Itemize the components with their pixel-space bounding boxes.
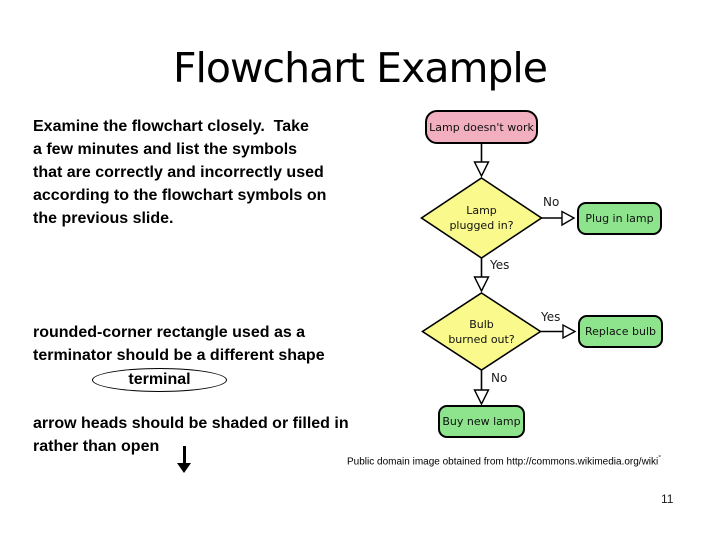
flowchart: Lamp doesn't work Lamp plugged in? Plug … (410, 100, 680, 445)
caption-text: Public domain image obtained from http:/… (347, 456, 659, 468)
text-line: arrow heads should be shaded or filled i… (33, 415, 349, 432)
open-arrowhead-right-icon (561, 210, 576, 227)
text-line: rather than open (33, 438, 160, 455)
flowchart-svg (420, 144, 577, 406)
node-decision-lamp-plugged-label: Lamp plugged in? (421, 203, 542, 233)
slide-title: Flowchart Example (172, 44, 548, 92)
decision2-diamond-shape (421, 292, 542, 371)
footnote-mark: ° (658, 455, 662, 462)
open-arrowhead-down-icon (473, 161, 490, 178)
node-label: Buy new lamp (442, 415, 521, 428)
text-line: Examine the flowchart closely. Take (33, 118, 309, 135)
edge-label-yes: Yes (490, 258, 510, 272)
node-decision-bulb-burned-label: Bulb burned out? (421, 317, 542, 347)
text-line: burned out? (448, 333, 515, 346)
node-start-terminator: Lamp doesn't work (425, 110, 538, 144)
decision1-diamond-shape (420, 177, 543, 259)
terminal-oval-shape: terminal (92, 368, 227, 392)
edge-label-yes: Yes (541, 310, 561, 324)
page-number: 11 (661, 492, 674, 506)
open-arrowhead-down-icon (473, 389, 490, 406)
open-arrowhead-down-icon (473, 276, 490, 293)
node-label: Replace bulb (584, 325, 656, 338)
paragraph-arrowheads: arrow heads should be shaded or filled i… (33, 412, 349, 458)
paragraph-terminator: rounded-corner rectangle used as a termi… (33, 321, 325, 367)
open-arrowhead-right-icon (562, 323, 577, 340)
text-line: plugged in? (449, 219, 514, 232)
edge-label-no: No (491, 371, 508, 385)
text-line: that are correctly and incorrectly used (33, 164, 324, 181)
text-line: Lamp (466, 204, 497, 217)
node-process-buy-new-lamp: Buy new lamp (438, 405, 525, 438)
filled-down-arrow-icon (177, 446, 191, 474)
node-process-plug-in-lamp: Plug in lamp (577, 202, 662, 235)
arrow-head (177, 463, 191, 473)
node-label: Plug in lamp (585, 212, 654, 225)
text-line: terminator should be a different shape (33, 347, 325, 364)
text-line: according to the flowchart symbols on (33, 187, 327, 204)
text-line: the previous slide. (33, 210, 174, 227)
text-line: a few minutes and list the symbols (33, 141, 298, 158)
text-line: rounded-corner rectangle used as a (33, 324, 306, 341)
image-caption: Public domain image obtained from http:/… (347, 455, 661, 467)
node-label: Lamp doesn't work (429, 120, 534, 134)
node-process-replace-bulb: Replace bulb (578, 315, 663, 348)
edge-label-no: No (543, 195, 560, 209)
terminal-oval-label: terminal (128, 371, 191, 388)
text-line: Bulb (469, 318, 494, 331)
paragraph-examine: Examine the flowchart closely. Take a fe… (33, 115, 326, 230)
arrow-shaft (182, 446, 186, 464)
